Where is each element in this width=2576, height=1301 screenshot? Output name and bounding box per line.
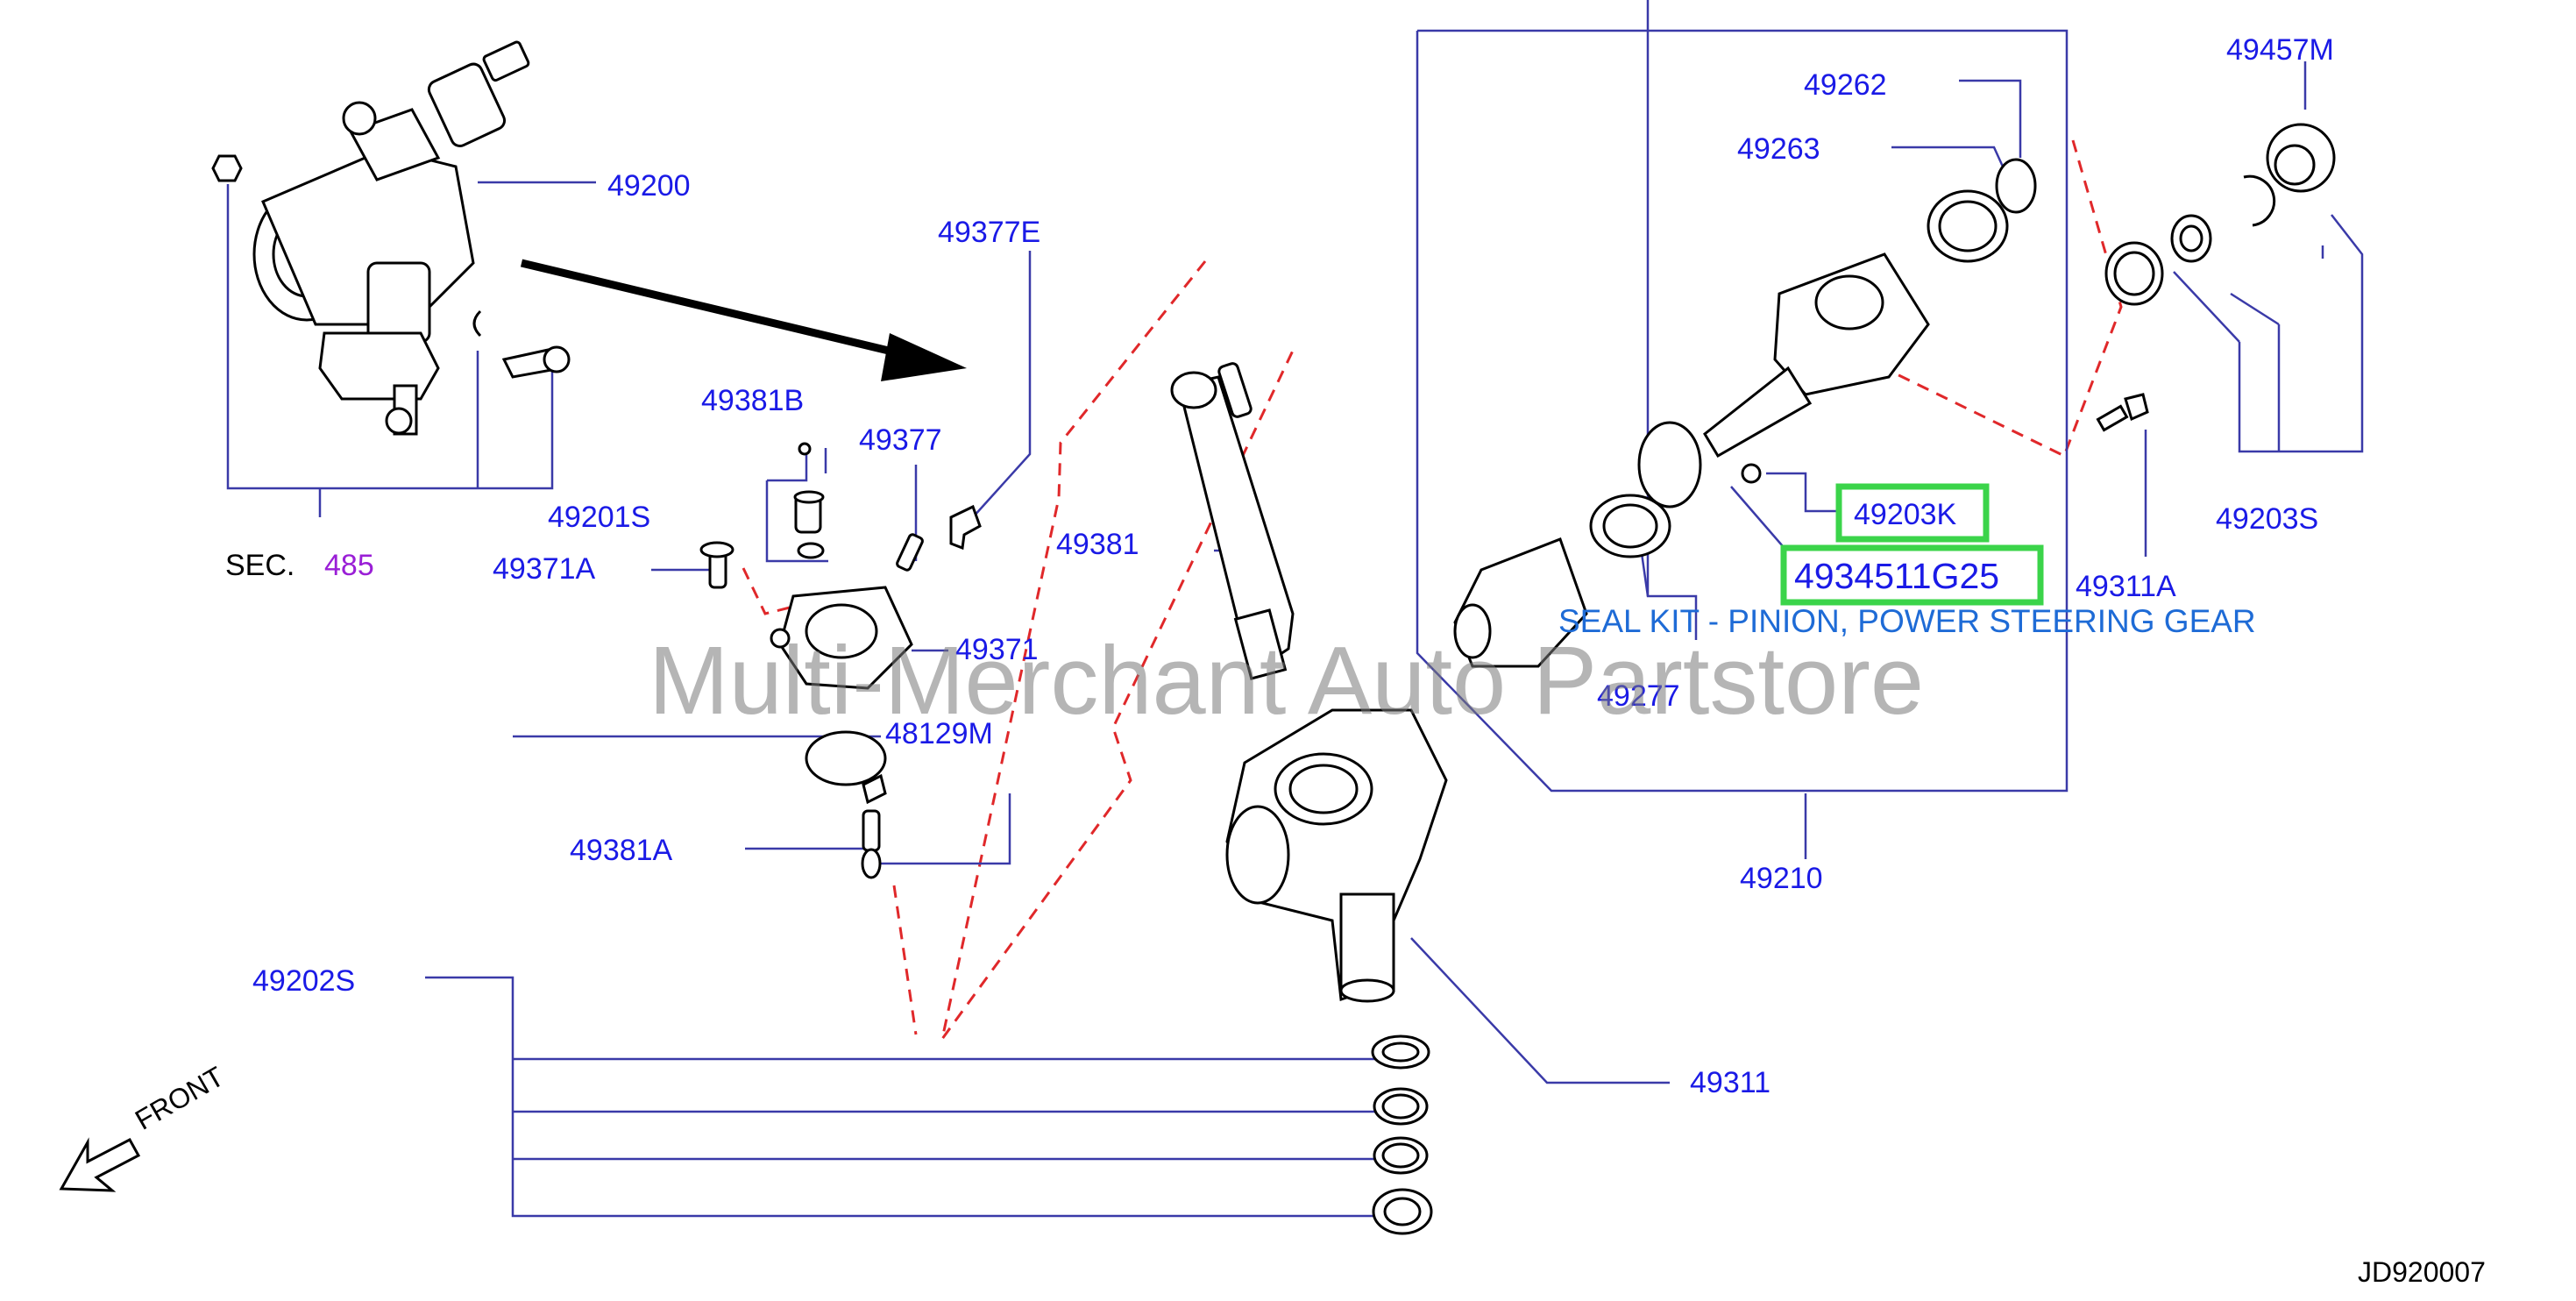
part-label-4934511g25[interactable]: 4934511G25 bbox=[1794, 556, 2000, 596]
bearing-parts-icon bbox=[2096, 123, 2336, 432]
part-label-48129m[interactable]: 48129M bbox=[885, 717, 993, 750]
part-label-49381a[interactable]: 49381A bbox=[570, 834, 673, 867]
part-label-49203k[interactable]: 49203K bbox=[1854, 498, 1957, 531]
part-label-49203s[interactable]: 49203S bbox=[2216, 502, 2319, 536]
part-label-49311a[interactable]: 49311A bbox=[2076, 570, 2176, 603]
part-label-49377e[interactable]: 49377E bbox=[938, 216, 1041, 249]
part-label-49371[interactable]: 49371 bbox=[955, 633, 1039, 666]
sector-shaft-icon bbox=[1170, 362, 1295, 680]
part-label-49457m[interactable]: 49457M bbox=[2226, 33, 2334, 67]
assembly-box-49210 bbox=[1416, 29, 2069, 793]
part-label-49381[interactable]: 49381 bbox=[1056, 528, 1139, 561]
part-label-49381b[interactable]: 49381B bbox=[701, 384, 805, 417]
direction-arrow bbox=[520, 259, 967, 381]
part-label-49200[interactable]: 49200 bbox=[607, 169, 691, 203]
valve-parts-icon bbox=[699, 442, 982, 879]
part-label-49371a[interactable]: 49371A bbox=[493, 552, 596, 586]
part-label-49210[interactable]: 49210 bbox=[1740, 862, 1823, 895]
front-arrow-icon bbox=[59, 1137, 141, 1192]
part-label-49202s[interactable]: 49202S bbox=[252, 964, 356, 998]
valve-assembly-icon bbox=[1453, 158, 2037, 668]
part-label-49311[interactable]: 49311 bbox=[1690, 1066, 1771, 1099]
section-ref-prefix: SEC. bbox=[225, 549, 295, 582]
leader-lines bbox=[226, 0, 2364, 1218]
section-ref-number[interactable]: 485 bbox=[324, 549, 374, 582]
watermark: Multi-Merchant Auto Partstore bbox=[649, 627, 1925, 735]
part-label-49201s[interactable]: 49201S bbox=[548, 501, 651, 534]
part-label-49262[interactable]: 49262 bbox=[1804, 68, 1887, 102]
seal-rings-icon bbox=[1371, 1034, 1433, 1235]
part-label-49377[interactable]: 49377 bbox=[859, 423, 942, 457]
highlight-box-49203k bbox=[1835, 483, 1990, 543]
gear-housing-icon bbox=[1225, 708, 1448, 1003]
part-description: SEAL KIT - PINION, POWER STEERING GEAR bbox=[1558, 603, 2256, 639]
diagram-code: JD920007 bbox=[2358, 1256, 2486, 1288]
part-label-49277[interactable]: 49277 bbox=[1597, 679, 1680, 713]
highlight-box-4934511g25 bbox=[1780, 544, 2044, 606]
steering-gear-assembly-icon bbox=[211, 40, 571, 436]
part-label-49263[interactable]: 49263 bbox=[1737, 132, 1820, 166]
